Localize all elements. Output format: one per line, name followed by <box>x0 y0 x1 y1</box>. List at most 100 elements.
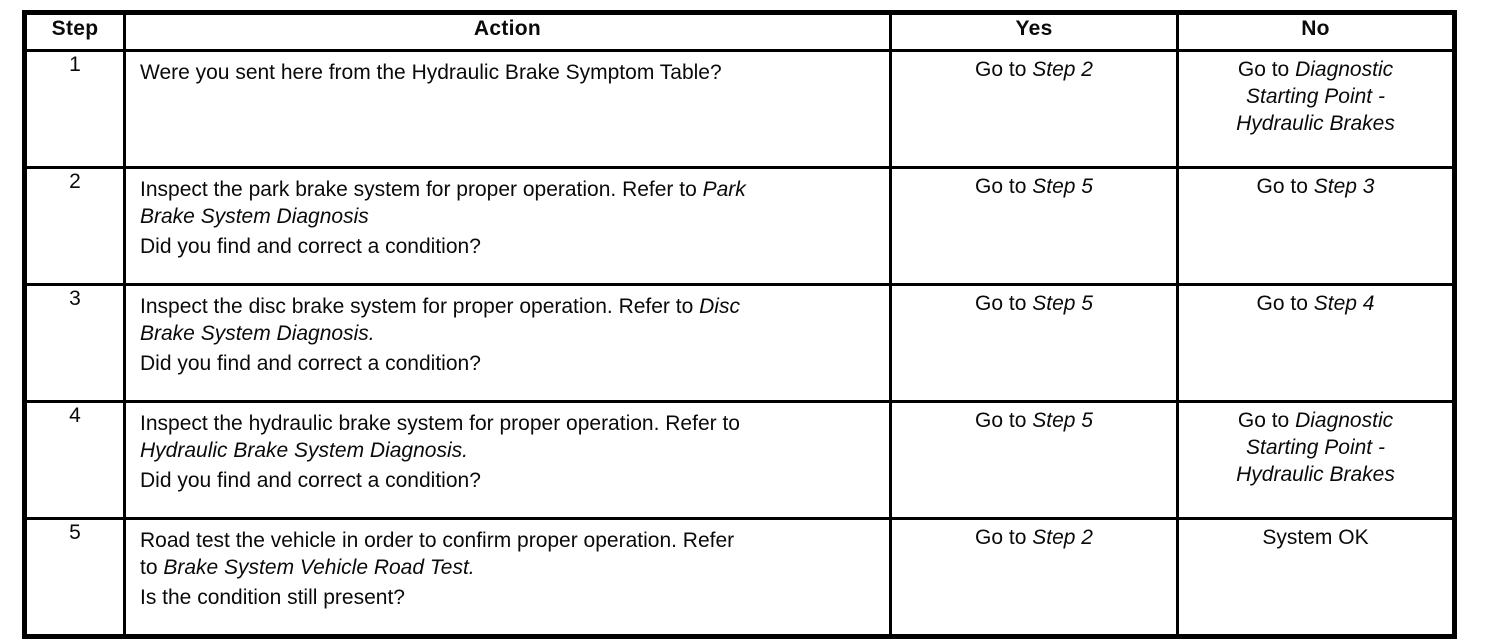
no-answer-line: Go to Diagnostic <box>1187 407 1444 434</box>
table-row: 5 Road test the vehicle in order to confi… <box>23 517 1456 638</box>
action-instruction: Inspect the disc brake system for proper… <box>140 293 879 347</box>
no-answer-line: System OK <box>1187 524 1444 551</box>
action-line: Hydraulic Brake System Diagnosis. <box>140 437 879 464</box>
no-answer-line: Hydraulic Brakes <box>1187 110 1444 137</box>
italic-reference-text: Brake System Diagnosis. <box>140 322 375 345</box>
yes-answer-line: Go to Step 2 <box>900 56 1168 83</box>
italic-reference-text: Step 2 <box>1032 526 1093 549</box>
column-header-yes: Yes <box>889 11 1179 52</box>
italic-reference-text: Starting Point - <box>1246 436 1385 459</box>
italic-reference-text: Brake System Diagnosis <box>140 205 369 228</box>
step-cell: 2 <box>23 166 126 286</box>
table-header-row: Step Action Yes No <box>23 11 1456 52</box>
table-row: 2 Inspect the park brake system for prope… <box>23 166 1456 286</box>
italic-reference-text: Step 5 <box>1032 409 1093 432</box>
table-row: 3 Inspect the disc brake system for prope… <box>23 283 1456 403</box>
no-cell: Go to Step 4 <box>1176 283 1456 403</box>
column-header-no: No <box>1176 11 1456 52</box>
no-cell: Go to Step 3 <box>1176 166 1456 286</box>
italic-reference-text: Diagnostic <box>1295 409 1394 432</box>
italic-reference-text: Hydraulic Brakes <box>1236 463 1395 486</box>
action-cell: Inspect the disc brake system for proper… <box>123 283 892 403</box>
italic-reference-text: Hydraulic Brake System Diagnosis. <box>140 439 468 462</box>
action-text-wrap: Were you sent here from the Hydraulic Br… <box>128 54 888 153</box>
italic-reference-text: Hydraulic Brakes <box>1236 112 1395 135</box>
step-cell: 3 <box>23 283 126 403</box>
yes-answer-line: Go to Step 5 <box>900 407 1168 434</box>
italic-reference-text: Starting Point - <box>1246 85 1385 108</box>
scanned-document-page: Step Action Yes No 1 Were you sent here f… <box>22 10 1457 639</box>
plain-text: Inspect the park brake system for proper… <box>140 178 703 201</box>
action-instruction: Inspect the hydraulic brake system for p… <box>140 410 879 464</box>
no-cell: System OK <box>1176 517 1456 638</box>
action-line: Brake System Diagnosis. <box>140 320 879 347</box>
action-question: Did you find and correct a condition? <box>140 352 481 375</box>
plain-text: Were you sent here from the Hydraulic Br… <box>140 61 722 84</box>
action-text-wrap: Inspect the park brake system for proper… <box>128 171 888 270</box>
italic-reference-text: Step 2 <box>1032 58 1093 81</box>
action-line: Inspect the hydraulic brake system for p… <box>140 410 879 437</box>
action-cell: Were you sent here from the Hydraulic Br… <box>123 49 892 169</box>
action-text-wrap: Inspect the disc brake system for proper… <box>128 288 888 387</box>
yes-answer-line: Go to Step 2 <box>900 524 1168 551</box>
action-line: Inspect the disc brake system for proper… <box>140 293 879 320</box>
yes-cell: Go to Step 2 <box>889 49 1179 169</box>
diagnostic-table: Step Action Yes No 1 Were you sent here f… <box>22 10 1457 639</box>
italic-reference-text: Diagnostic <box>1295 58 1394 81</box>
column-header-action: Action <box>123 11 892 52</box>
no-answer-line: Go to Diagnostic <box>1187 56 1444 83</box>
action-line: Road test the vehicle in order to confir… <box>140 527 879 554</box>
plain-text: Go to <box>1256 175 1314 198</box>
no-answer-line: Go to Step 4 <box>1187 290 1444 317</box>
italic-reference-text: Step 5 <box>1032 292 1093 315</box>
action-instruction: Inspect the park brake system for proper… <box>140 176 879 230</box>
yes-cell: Go to Step 5 <box>889 400 1179 520</box>
action-line: Were you sent here from the Hydraulic Br… <box>140 59 879 86</box>
action-line: to Brake System Vehicle Road Test. <box>140 554 879 581</box>
table-row: 1 Were you sent here from the Hydraulic B… <box>23 49 1456 169</box>
plain-text: Go to <box>975 526 1033 549</box>
italic-reference-text: Step 3 <box>1313 175 1375 198</box>
step-cell: 1 <box>23 49 126 169</box>
plain-text: Road test the vehicle in order to confir… <box>140 529 735 552</box>
plain-text: Go to <box>975 292 1033 315</box>
no-answer-line: Starting Point - <box>1187 434 1444 461</box>
table-body: 1 Were you sent here from the Hydraulic B… <box>23 49 1456 638</box>
plain-text: Go to <box>1237 409 1296 432</box>
plain-text: Go to <box>975 175 1033 198</box>
plain-text: Go to <box>975 58 1033 81</box>
yes-cell: Go to Step 2 <box>889 517 1179 638</box>
plain-text: Go to <box>1237 58 1296 81</box>
yes-cell: Go to Step 5 <box>889 166 1179 286</box>
action-instruction: Were you sent here from the Hydraulic Br… <box>140 59 879 86</box>
action-line: Brake System Diagnosis <box>140 203 879 230</box>
italic-reference-text: Brake System Vehicle Road Test. <box>163 556 475 579</box>
yes-cell: Go to Step 5 <box>889 283 1179 403</box>
no-answer-line: Starting Point - <box>1187 83 1444 110</box>
action-cell: Inspect the hydraulic brake system for p… <box>123 400 892 520</box>
yes-answer-line: Go to Step 5 <box>900 173 1168 200</box>
italic-reference-text: Step 5 <box>1032 175 1093 198</box>
action-question: Did you find and correct a condition? <box>140 469 481 492</box>
no-answer-line: Go to Step 3 <box>1187 173 1444 200</box>
no-answer-line: Hydraulic Brakes <box>1187 461 1444 488</box>
italic-reference-text: Step 4 <box>1313 292 1375 315</box>
action-text-wrap: Road test the vehicle in order to confir… <box>128 522 888 621</box>
action-question: Is the condition still present? <box>140 586 405 609</box>
action-line: Inspect the park brake system for proper… <box>140 176 879 203</box>
yes-answer-line: Go to Step 5 <box>900 290 1168 317</box>
plain-text: Go to <box>1256 292 1314 315</box>
action-instruction: Road test the vehicle in order to confir… <box>140 527 879 581</box>
action-question: Did you find and correct a condition? <box>140 235 481 258</box>
italic-reference-text: Park <box>702 178 746 201</box>
action-cell: Road test the vehicle in order to confir… <box>123 517 892 638</box>
step-cell: 5 <box>23 517 126 638</box>
plain-text: to <box>140 556 164 579</box>
action-text-wrap: Inspect the hydraulic brake system for p… <box>128 405 888 504</box>
plain-text: Inspect the hydraulic brake system for p… <box>140 412 740 435</box>
plain-text: System OK <box>1262 526 1369 549</box>
plain-text: Go to <box>975 409 1033 432</box>
